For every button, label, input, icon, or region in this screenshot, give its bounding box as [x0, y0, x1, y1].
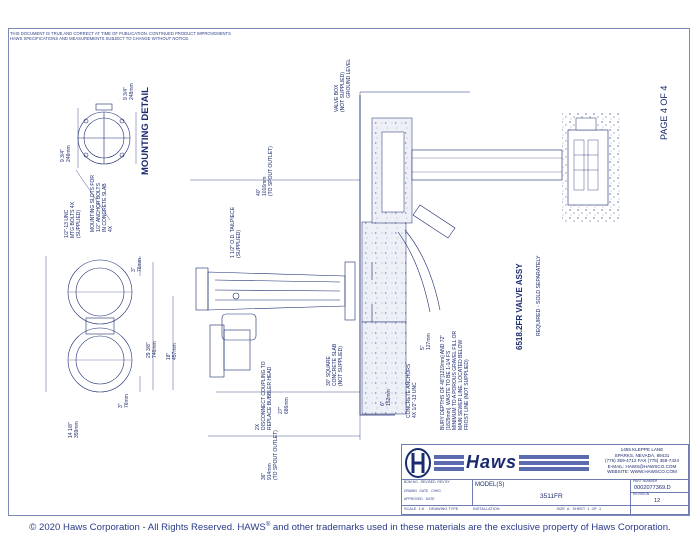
- size-label: SIZE: [556, 507, 565, 511]
- company-address: 1455 KLEPPE LANE SPARKS, NEVADA, 89431 (…: [595, 447, 689, 475]
- tb-label: CHKD: [431, 489, 441, 493]
- dim-top-b: 9 3/4" 248mm: [123, 83, 135, 100]
- dim-40: 40" 1016mm (TO SPOUT OUTLET): [256, 146, 274, 196]
- valve-assy-subtitle: REQUIRED - SOLD SEPARATELY: [536, 255, 542, 336]
- tb-rule: [402, 479, 688, 480]
- dim-value-mm: 359mm: [74, 421, 80, 438]
- dim-14: 14 1/8" 359mm: [68, 421, 80, 438]
- coupling-note: 2X DISCONNECT COUPLING TO REPLACE BUBBLE…: [255, 361, 273, 430]
- dim-value-mm: 686mm: [284, 397, 290, 414]
- tb-label: APPROVED: [404, 497, 423, 501]
- revision-value: 12: [654, 498, 661, 504]
- ground-level-label: GROUND LEVEL: [346, 58, 352, 98]
- registered-mark: ®: [265, 522, 271, 528]
- drawing-type-label: DRAWING TYPE: [429, 507, 459, 511]
- disclaimer: THIS DOCUMENT IS TRUE AND CORRECT AT TIM…: [10, 31, 310, 41]
- scale-label: SCALE: [404, 507, 417, 511]
- dim-3a: 3" 76mm: [131, 258, 143, 272]
- anchor-note: CONCRETE ANCHORS 4X 1/2"-13 UNC: [406, 364, 418, 418]
- sheet-label: SHEET: [572, 507, 586, 511]
- haws-logo-mark: [405, 448, 589, 478]
- drawing-type-value: INSTALLATION: [473, 507, 500, 511]
- note-line: (NOT SUPPLIED): [338, 346, 344, 386]
- tb-label: BOM NO.: [404, 480, 419, 484]
- tailpiece-note: 1 1/2" O.D. TAILPIECE (SUPPLIED): [230, 207, 242, 258]
- note-line: REPLACE BUBBLER HEAD: [267, 366, 273, 430]
- approved-labels: APPROVED DATE: [404, 497, 435, 502]
- dim-value-mm: 248mm: [129, 83, 135, 100]
- tb-label: DATE: [419, 489, 429, 493]
- dim-36: 36" 914mm (TO SPOUT OUTLET): [261, 430, 279, 480]
- copyright-text: © 2020 Haws Corporation - All Rights Res…: [29, 522, 266, 534]
- valve-box-note: VALVE BOX (NOT SUPPLIED): [334, 72, 346, 112]
- dim-27: 27" 686mm: [278, 397, 290, 414]
- valve-assy-title: 6518.2FR VALVE ASSY: [515, 263, 524, 350]
- slab-note: 30" SQUARE CONCRETE SLAB (NOT SUPPLIED): [326, 344, 344, 386]
- of-label: OF: [591, 507, 597, 511]
- drawn-labels: DRAWN DATE CHKD: [404, 489, 441, 494]
- tb-label: REV BY: [437, 480, 450, 484]
- dim-note: (TO SPOUT OUTLET): [273, 430, 279, 480]
- address-line: WEBSITE: WWW.HAWSCO.COM: [607, 469, 677, 475]
- dim-6: 6" 152mm: [380, 389, 392, 406]
- haws-logo: Haws: [404, 447, 594, 479]
- bom-labels: BOM NO. REVISED REV BY: [404, 480, 450, 485]
- part-number: 0002077369.D: [634, 485, 671, 491]
- address-line: (775) 359-4712 FAX (775) 359-7424: [604, 458, 680, 464]
- tb-rule: [472, 479, 473, 505]
- dim-5: 5" 127mm: [420, 333, 432, 350]
- dim-note: (TO SPOUT OUTLET): [268, 146, 274, 196]
- note-line: 4X 1/2"-13 UNC: [412, 382, 418, 418]
- dim-value-mm: 76mm: [137, 258, 143, 272]
- tb-label: DATE: [425, 497, 435, 501]
- tb-label: DRAWN: [404, 489, 417, 493]
- dim-value-mm: 457mm: [172, 343, 178, 360]
- dim-3b: 3" 76mm: [118, 394, 130, 408]
- mounting-slots-note: MOUNTING SLOTS FOR 1/2" ANCHOR BOLTS IN …: [90, 175, 114, 232]
- note-line: 4X: [108, 225, 114, 232]
- model-value: 3511FR: [540, 493, 563, 500]
- address-line: E-MAIL: HAWS@HAWSCO.COM: [607, 463, 677, 469]
- dim-value-mm: 248mm: [66, 145, 72, 162]
- note-line: (SUPPLIED): [76, 209, 82, 238]
- tb-rule: [630, 479, 631, 514]
- tb-rule: [402, 505, 688, 506]
- tb-label: REVISED: [420, 480, 436, 484]
- dim-top-a: 9 3/4" 248mm: [60, 145, 72, 162]
- bury-depth-note: BURY DEPTHS OF 48"[1219mm] AND 72" [1829…: [440, 331, 470, 430]
- haws-logo-text: Haws: [466, 452, 518, 472]
- dim-value-mm: 76mm: [124, 394, 130, 408]
- disclaimer-line: THIS DOCUMENT IS TRUE AND CORRECT AT TIM…: [10, 31, 231, 36]
- scale-value: 1:8: [418, 507, 424, 511]
- copyright-text: and other trademarks used in these mater…: [270, 522, 671, 534]
- tb-rule: [630, 492, 688, 493]
- size-value: A: [566, 507, 570, 511]
- dim-29: 29 3/8" 746mm: [146, 341, 158, 358]
- dim-value-mm: 127mm: [426, 333, 432, 350]
- dim-18: 18" 457mm: [166, 343, 178, 360]
- dim-value-mm: 746mm: [152, 341, 158, 358]
- sheet-value: 1: [587, 507, 590, 511]
- revision-label: REVISION: [633, 492, 650, 496]
- mounting-detail-title: MOUNTING DETAIL: [140, 87, 151, 175]
- note-line: FROST LINE (NOT SUPPLIED): [464, 359, 470, 430]
- mtg-bolt-note: 1/2"-13 UNC MTG BOLTS 4X (SUPPLIED): [64, 202, 82, 238]
- disclaimer-line: HAWS SPECIFICATIONS AND MEASUREMENTS SUB…: [10, 36, 190, 42]
- model-label: MODEL(S): [475, 482, 505, 488]
- part-number-label: PART NUMBER: [633, 479, 658, 483]
- footer-row: SCALE 1:8 DRAWING TYPE INSTALLATION SIZE…: [404, 507, 602, 512]
- note-line: IN CONCRETE SLAB: [102, 183, 108, 232]
- dim-value-mm: 152mm: [386, 389, 392, 406]
- address-line: SPARKS, NEVADA, 89431: [614, 452, 670, 458]
- copyright-notice: © 2020 Haws Corporation - All Rights Res…: [0, 522, 700, 533]
- title-block: Haws 1455 KLEPPE LANE SPARKS, NEVADA, 89…: [401, 444, 689, 515]
- address-line: 1455 KLEPPE LANE: [620, 447, 664, 452]
- note-line: (SUPPLIED): [236, 229, 242, 258]
- of-value: 1: [599, 507, 602, 511]
- drawing-border: [8, 28, 690, 516]
